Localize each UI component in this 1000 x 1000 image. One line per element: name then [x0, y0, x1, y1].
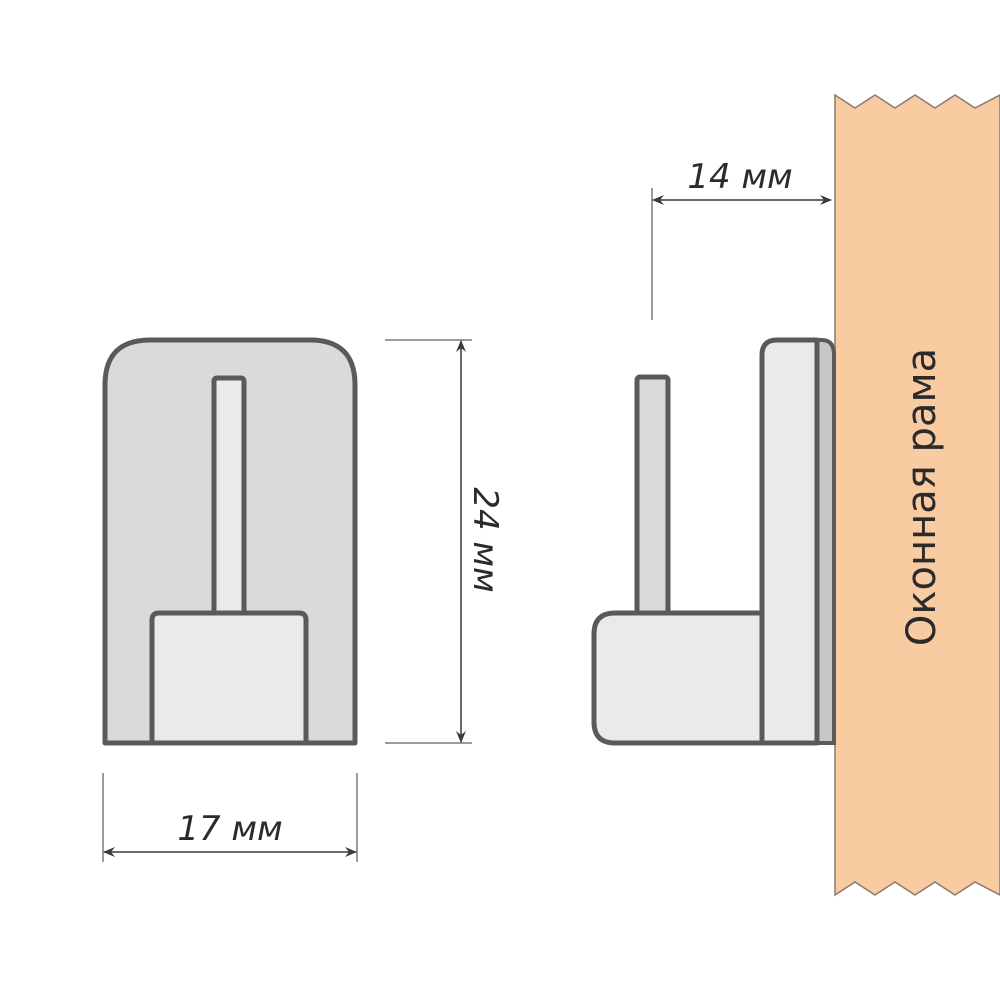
adhesive-strip: [815, 338, 836, 745]
dimension-depth: 14 мм: [651, 157, 832, 320]
hook-front-view: [102, 337, 358, 746]
dimension-width: 17 мм: [102, 773, 358, 862]
window-frame: Оконная рама: [834, 93, 1000, 897]
height-label: 24 мм: [465, 487, 505, 592]
depth-label: 14 мм: [687, 157, 792, 197]
width-label: 17 мм: [177, 809, 282, 849]
dimension-height: 24 мм: [385, 339, 505, 744]
window-frame-label: Оконная рама: [899, 348, 945, 646]
hook-side-view: [591, 337, 836, 746]
front-hook-stem: [211, 375, 247, 621]
